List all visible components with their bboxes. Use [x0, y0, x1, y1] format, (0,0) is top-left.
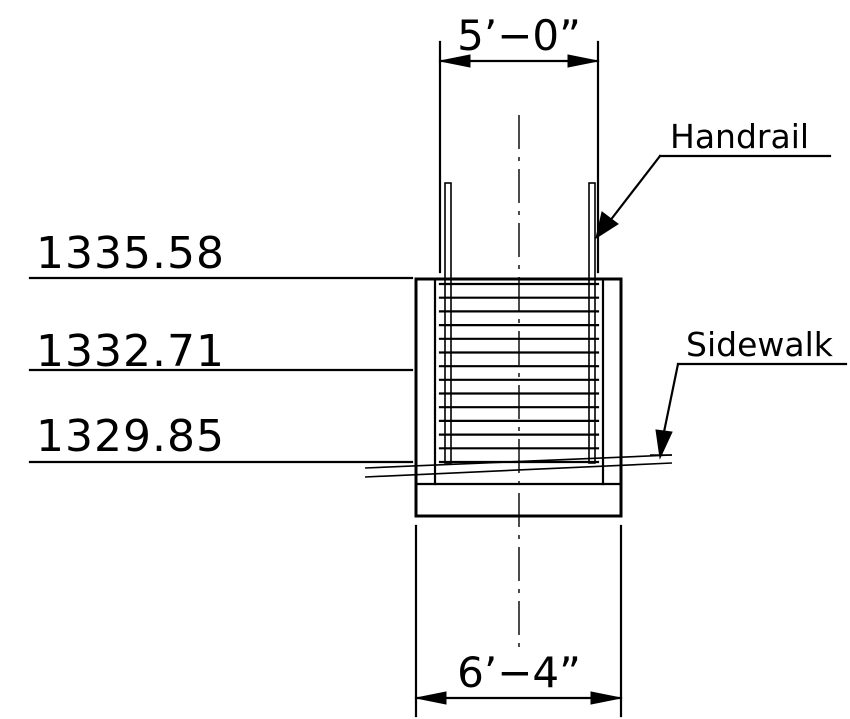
handrail-leader-arrow — [595, 211, 619, 240]
elevation-markers: 1335.58 1332.71 1329.85 — [28, 228, 414, 464]
sidewalk-leader-arrow — [655, 429, 673, 460]
top-dim-arrow-left — [439, 54, 471, 68]
sidewalk-callout: Sidewalk — [655, 325, 848, 460]
handrail-label: Handrail — [670, 117, 809, 156]
stair-wall-box — [414, 277, 623, 518]
sidewalk-leader-line — [662, 362, 680, 434]
top-dim-text: 5’−0” — [457, 11, 581, 60]
top-dim-arrow-right — [567, 54, 599, 68]
bottom-dim-text: 6’−4” — [457, 648, 581, 697]
sidewalk-line-lower — [364, 462, 673, 478]
handrails — [444, 182, 596, 464]
elevation-label-middle: 1332.71 — [36, 326, 225, 377]
stair-treads — [438, 282, 600, 464]
handrail-leader-line — [604, 154, 662, 228]
handrail-left — [444, 182, 452, 464]
bottom-width-dimension: 6’−4” — [414, 524, 623, 718]
bottom-dim-arrow-right — [590, 691, 622, 705]
sidewalk-label: Sidewalk — [686, 325, 834, 364]
bottom-dim-arrow-left — [415, 691, 447, 705]
handrail-right — [588, 182, 596, 464]
sidewalk-line-upper — [364, 454, 673, 469]
outer-wall-outline — [414, 277, 623, 518]
handrail-callout: Handrail — [595, 117, 832, 240]
elevation-label-top: 1335.58 — [36, 228, 225, 279]
elevation-label-bottom: 1329.85 — [36, 411, 225, 462]
top-width-dimension: 5’−0” — [438, 11, 600, 274]
